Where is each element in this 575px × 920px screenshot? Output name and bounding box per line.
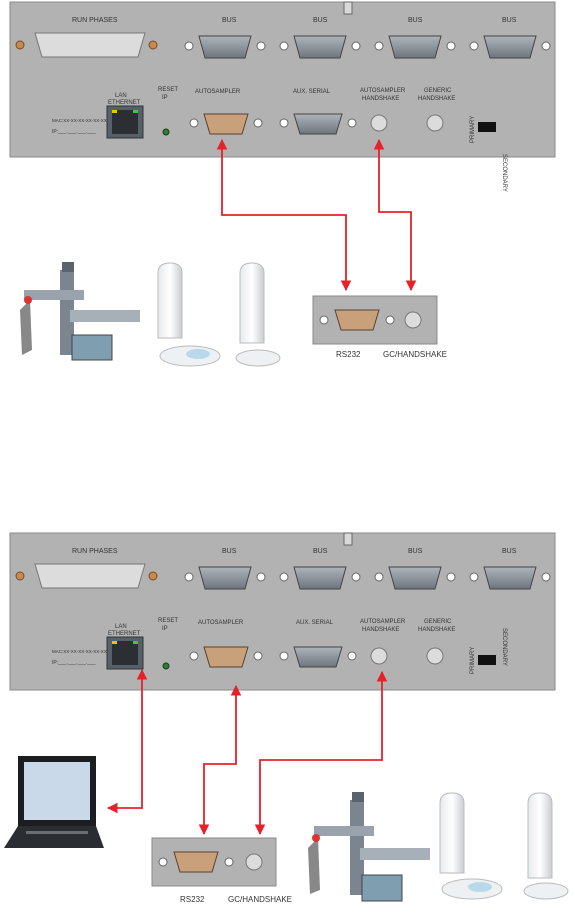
aux-serial-label: AUX. SERIAL bbox=[293, 89, 331, 95]
autosampler-robot-top bbox=[20, 262, 140, 361]
autosampler-handshake-label-3: AUTOSAMPLER bbox=[360, 619, 406, 625]
ethernet-label-2: ETHERNET bbox=[108, 631, 141, 637]
run-phases-label-2: RUN PHASES bbox=[72, 548, 118, 555]
laptop-icon bbox=[4, 756, 104, 848]
aux-serial-connector bbox=[279, 113, 357, 135]
arrow-handshake-to-gc bbox=[373, 138, 417, 292]
arrow-autosampler-to-rs232 bbox=[216, 138, 352, 292]
bus-label-3: BUS bbox=[408, 17, 423, 24]
panel-latch-2 bbox=[343, 532, 353, 546]
arrow-handshake-to-gc-bottom bbox=[254, 670, 388, 836]
rs232-label-top: RS232 bbox=[336, 350, 361, 359]
bus-connector-1 bbox=[184, 35, 266, 59]
generic-handshake-label-2: HANDSHAKE bbox=[418, 96, 455, 102]
bus-connector-8 bbox=[469, 566, 551, 590]
primary-label-2: PRIMARY bbox=[470, 647, 476, 674]
mac-address: MAC:XX-XX-XX-XX-XX-XX bbox=[52, 118, 107, 123]
ip-address-2: IP:___.___.___.___ bbox=[52, 660, 96, 666]
lan-label: LAN bbox=[115, 93, 127, 99]
reset-led bbox=[162, 128, 170, 136]
generic-handshake-label-4: HANDSHAKE bbox=[418, 627, 455, 633]
autosampler-connector-2 bbox=[189, 646, 263, 668]
autosampler-tower-2-bottom bbox=[523, 792, 569, 900]
reset-label-2: RESET bbox=[158, 618, 178, 624]
autosampler-tower-2-top bbox=[235, 262, 281, 367]
reset-label: RESET bbox=[158, 87, 178, 93]
rear-panel-bottom: RUN PHASES BUS BUS BUS BUS bbox=[9, 532, 556, 691]
primary-label: PRIMARY bbox=[470, 116, 476, 143]
autosampler-handshake-port bbox=[370, 114, 388, 132]
bus-connector-2 bbox=[279, 35, 361, 59]
panel-latch bbox=[343, 1, 353, 15]
ip-label: IP bbox=[162, 95, 168, 101]
run-phases-label: RUN PHASES bbox=[72, 17, 118, 24]
mac-address-2: MAC:XX-XX-XX-XX-XX-XX bbox=[52, 649, 107, 654]
generic-handshake-port-2 bbox=[426, 647, 444, 665]
panel-background-2 bbox=[9, 532, 556, 691]
arrow-lan-to-laptop bbox=[106, 668, 148, 814]
aux-serial-connector-2 bbox=[279, 646, 357, 668]
panel-background bbox=[9, 1, 556, 158]
ip-address: IP:___.___.___.___ bbox=[52, 129, 96, 135]
autosampler-handshake-label-2: HANDSHAKE bbox=[362, 96, 399, 102]
bus-label-1: BUS bbox=[222, 17, 237, 24]
arrow-autosampler-to-rs232-bottom bbox=[198, 684, 242, 836]
bus-label-6: BUS bbox=[313, 548, 328, 555]
autosampler-handshake-label: AUTOSAMPLER bbox=[360, 88, 406, 94]
bus-connector-6 bbox=[279, 566, 361, 590]
bus-connector-5 bbox=[184, 566, 266, 590]
run-phases-connector bbox=[15, 32, 158, 58]
autosampler-handshake-port-2 bbox=[370, 647, 388, 665]
lan-port-2 bbox=[106, 636, 144, 670]
ethernet-label: ETHERNET bbox=[108, 100, 141, 106]
autosampler-robot-bottom bbox=[308, 792, 430, 902]
primary-secondary-switch-2 bbox=[478, 655, 496, 665]
autosampler-label: AUTOSAMPLER bbox=[195, 89, 241, 95]
bus-label-8: BUS bbox=[502, 548, 517, 555]
lan-port bbox=[106, 105, 144, 139]
autosampler-tower-1-bottom bbox=[439, 792, 503, 900]
bus-label-4: BUS bbox=[502, 17, 517, 24]
bus-connector-3 bbox=[374, 35, 456, 59]
lan-label-2: LAN bbox=[115, 624, 127, 630]
rs232-label-bottom: RS232 bbox=[180, 895, 205, 904]
primary-secondary-switch bbox=[478, 122, 496, 132]
adapter-panel-bottom bbox=[151, 837, 277, 887]
secondary-label: SECONDARY bbox=[501, 154, 507, 192]
bus-label-7: BUS bbox=[408, 548, 423, 555]
bus-connector-7 bbox=[374, 566, 456, 590]
bus-connector-4 bbox=[469, 35, 551, 59]
rear-panel-top: RUN PHASES BUS BUS BUS BUS bbox=[9, 1, 556, 192]
secondary-label-2: SECONDARY bbox=[501, 628, 507, 666]
aux-serial-label-2: AUX. SERIAL bbox=[296, 620, 334, 626]
gc-handshake-label-top: GC/HANDSHAKE bbox=[383, 350, 447, 359]
bus-label-2: BUS bbox=[313, 17, 328, 24]
autosampler-handshake-label-4: HANDSHAKE bbox=[362, 627, 399, 633]
gc-handshake-label-bottom: GC/HANDSHAKE bbox=[228, 895, 292, 904]
reset-led-2 bbox=[162, 662, 170, 670]
autosampler-label-2: AUTOSAMPLER bbox=[198, 620, 244, 626]
autosampler-connector bbox=[189, 113, 263, 135]
generic-handshake-label-3: GENERIC bbox=[424, 619, 452, 625]
ip-label-2: IP bbox=[162, 626, 168, 632]
generic-handshake-port bbox=[426, 114, 444, 132]
adapter-panel-top bbox=[312, 295, 438, 345]
run-phases-connector-2 bbox=[15, 563, 158, 589]
generic-handshake-label: GENERIC bbox=[424, 88, 452, 94]
autosampler-tower-1-top bbox=[157, 262, 221, 367]
bus-label-5: BUS bbox=[222, 548, 237, 555]
